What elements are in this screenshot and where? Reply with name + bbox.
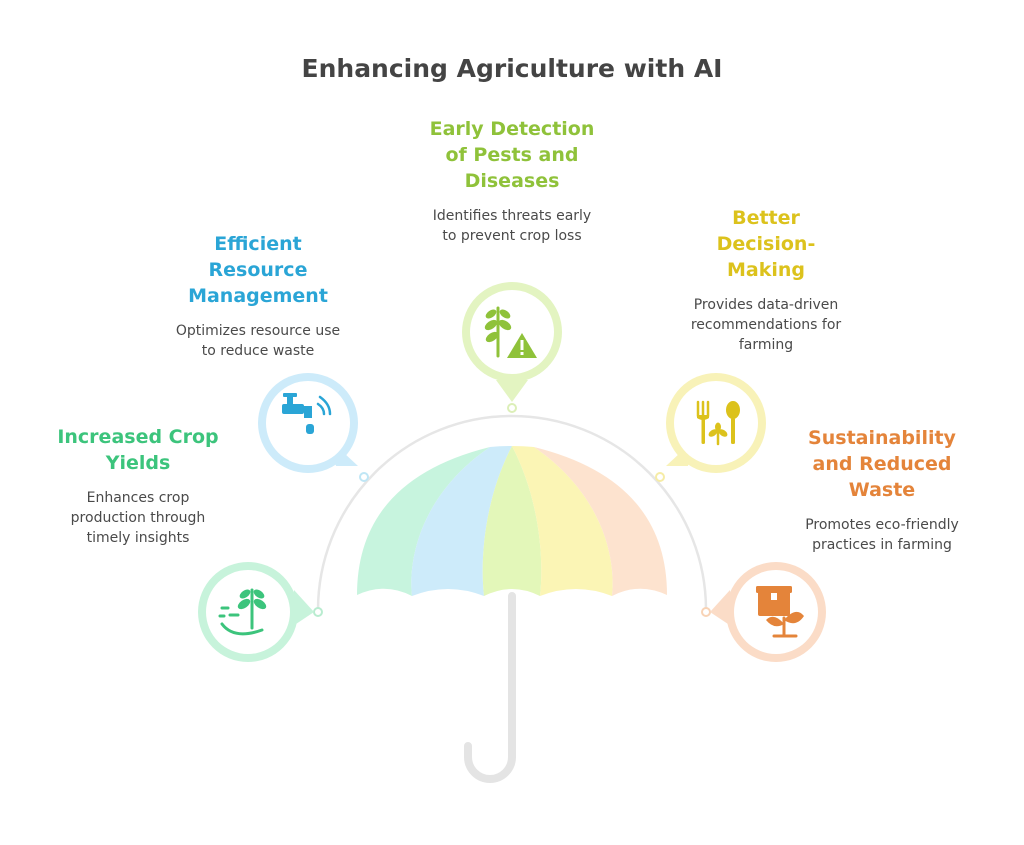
growing-plant-hand-icon — [218, 588, 267, 636]
item-description: Provides data-driven recommendations for… — [690, 297, 842, 353]
item-efficient-resource-management: Efficient Resource Management Optimizes … — [168, 231, 348, 361]
item-heading: Better Decision-Making — [716, 207, 816, 281]
item-description: Promotes eco-friendly practices in farmi… — [805, 517, 959, 553]
item-sustainability: Sustainability and Reduced Waste Promote… — [782, 425, 982, 555]
page-title: Enhancing Agriculture with AI — [301, 54, 723, 83]
umbrella-handle — [464, 592, 516, 783]
canopy-panel-blue — [411, 446, 512, 596]
item-heading: Early Detection of Pests and Diseases — [429, 118, 595, 192]
bubble-increased-crop-yields — [198, 562, 314, 662]
item-early-detection: Early Detection of Pests and Diseases Id… — [417, 116, 607, 246]
canopy-panel-yellow — [512, 446, 613, 596]
bubble-early-detection — [462, 282, 562, 402]
arc-dot-3 — [507, 403, 517, 413]
connector-arc — [316, 414, 708, 611]
arc-dot-2 — [359, 472, 369, 482]
item-heading: Increased Crop Yields — [57, 426, 219, 474]
arc-dot-4 — [655, 472, 665, 482]
fork-spoon-plant-icon — [696, 400, 740, 446]
item-increased-crop-yields: Increased Crop Yields Enhances crop prod… — [38, 424, 238, 548]
bubble-better-decision-making — [666, 373, 766, 473]
arc-dot-1 — [313, 607, 323, 617]
arc-dot-5 — [701, 607, 711, 617]
canopy-panel-lime — [482, 446, 542, 596]
item-heading: Efficient Resource Management — [188, 233, 328, 307]
water-tap-icon — [282, 393, 332, 434]
box-sprout-icon — [756, 586, 804, 638]
item-description: Optimizes resource use to reduce waste — [175, 323, 341, 359]
bubble-sustainability — [710, 562, 826, 662]
item-description: Identifies threats early to prevent crop… — [432, 208, 592, 244]
item-heading: Sustainability and Reduced Waste — [808, 427, 956, 501]
canopy-panel-green — [357, 447, 490, 596]
item-better-decision-making: Better Decision-Making Provides data-dri… — [666, 205, 866, 355]
item-description: Enhances crop production through timely … — [70, 490, 206, 546]
bubble-efficient-resource-management — [258, 373, 358, 473]
plant-warning-icon — [484, 306, 537, 358]
canopy-panel-orange — [534, 447, 667, 596]
